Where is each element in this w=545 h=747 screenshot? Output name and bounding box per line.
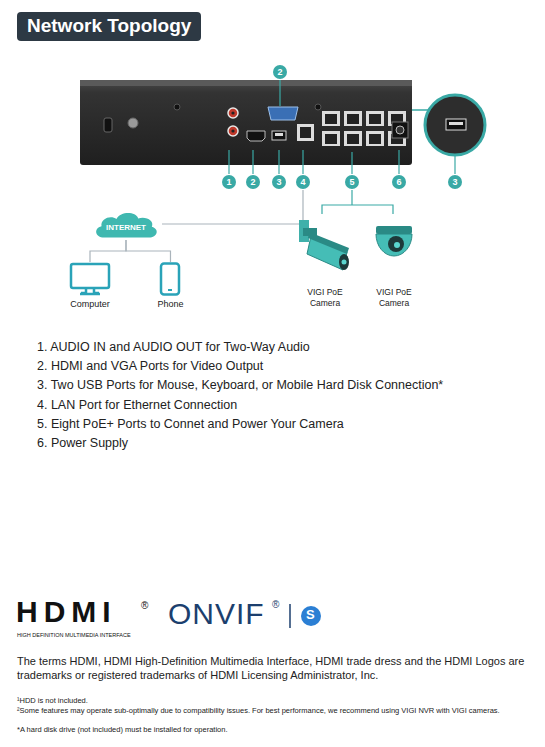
callout-number: 1 — [222, 175, 236, 189]
phone-node: Phone — [153, 262, 188, 310]
hdmi-logo: HDMI — [16, 595, 117, 630]
dome-camera-icon — [372, 218, 416, 284]
network-link — [90, 240, 126, 262]
computer-icon — [69, 262, 111, 296]
registered-mark: ® — [272, 599, 279, 611]
title-badge: Network Topology — [17, 12, 201, 41]
phone-icon — [159, 262, 181, 296]
internet-cloud: INTERNET — [92, 210, 160, 240]
callout-number: 3 — [448, 175, 462, 189]
footnote: ²Some features may operate sub-optimally… — [17, 706, 529, 716]
node-label: INTERNET — [92, 210, 160, 241]
profile-badge: S — [306, 608, 315, 623]
registered-mark: ® — [141, 600, 148, 612]
bullet-camera-icon — [297, 218, 353, 284]
camera-node: VIGI PoE Camera — [295, 218, 355, 308]
node-label: VIGI PoE Camera — [366, 284, 422, 308]
callout-number: 6 — [392, 175, 406, 189]
feature-item: 5. Eight PoE+ Ports to Connet and Power … — [37, 417, 344, 431]
node-label: Computer — [66, 296, 114, 310]
feature-item: 3. Two USB Ports for Mouse, Keyboard, or… — [37, 378, 443, 392]
network-link — [126, 240, 170, 262]
feature-item: 4. LAN Port for Ethernet Connection — [37, 398, 237, 412]
feature-item: 1. AUDIO IN and AUDIO OUT for Two-Way Au… — [37, 340, 310, 354]
onvif-logo: ONVIF — [168, 597, 265, 632]
camera-node: VIGI PoE Camera — [364, 218, 424, 308]
callout-number: 3 — [272, 175, 286, 189]
node-label: Phone — [153, 296, 188, 310]
hdmi-subtitle: HIGH DEFINITION MULTIMEDIA INTERFACE — [17, 632, 131, 638]
callout-number: 5 — [345, 175, 359, 189]
footnote: *A hard disk drive (not included) must b… — [17, 725, 529, 735]
node-label: VIGI PoE Camera — [297, 284, 353, 308]
feature-item: 2. HDMI and VGA Ports for Video Output — [37, 359, 263, 373]
trademark-note: The terms HDMI, HDMI High-Definition Mul… — [17, 654, 529, 682]
footnote: ¹HDD is not included. — [17, 696, 529, 706]
feature-item: 6. Power Supply — [37, 436, 128, 450]
callout-number: 4 — [296, 175, 310, 189]
computer-node: Computer — [66, 262, 114, 310]
callout-number: 2 — [246, 175, 260, 189]
callout-number: 2 — [273, 65, 287, 79]
